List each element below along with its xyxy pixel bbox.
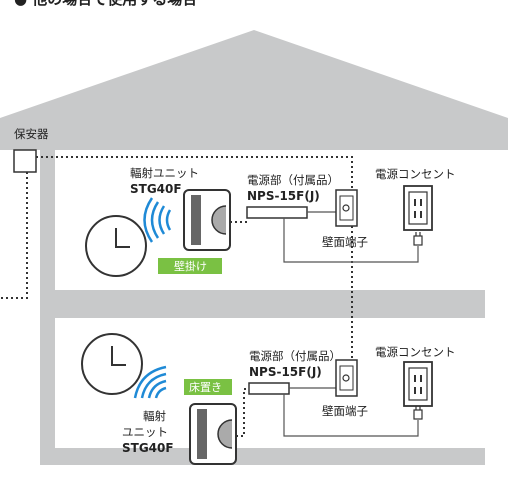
radiator-model: STG40F bbox=[122, 441, 174, 455]
radiator-unit bbox=[183, 189, 231, 251]
wall-terminal bbox=[335, 189, 358, 227]
power-unit-label: 電源部（付属品） bbox=[247, 173, 339, 187]
page-heading: ● 他の場合で使用する場合 bbox=[14, 0, 198, 8]
plug-icon bbox=[413, 232, 423, 246]
radiator-unit bbox=[189, 403, 237, 465]
radiator-label: 輻射 bbox=[143, 409, 166, 423]
protector-box bbox=[13, 149, 37, 173]
power-wire bbox=[283, 394, 419, 437]
signal-line-main bbox=[36, 156, 353, 190]
protector-label: 保安器 bbox=[14, 127, 49, 141]
radiator-model: STG40F bbox=[130, 182, 182, 196]
power-unit bbox=[246, 206, 308, 219]
power-outlet bbox=[403, 185, 433, 231]
power-unit bbox=[248, 382, 290, 395]
clock-icon bbox=[85, 215, 147, 277]
wall-terminal-label: 壁面端子 bbox=[322, 404, 368, 418]
outlet-label: 電源コンセント bbox=[375, 167, 456, 181]
radiation-wave-icon bbox=[143, 197, 172, 243]
signal-line-down bbox=[0, 172, 28, 299]
radiator-label-2: ユニット bbox=[122, 425, 168, 439]
mount-tag-floor bbox=[184, 379, 232, 395]
power-dotted-link bbox=[236, 388, 249, 437]
mount-tag-floor-text: 床置き bbox=[189, 380, 222, 394]
wall-terminal bbox=[335, 359, 358, 397]
power-wire bbox=[283, 218, 419, 263]
clock-icon bbox=[81, 333, 143, 395]
outlet-label: 電源コンセント bbox=[375, 345, 456, 359]
power-unit-label: 電源部（付属品） bbox=[249, 349, 341, 363]
mount-tag-wall bbox=[158, 258, 222, 274]
power-unit-model: NPS-15F(J) bbox=[249, 365, 322, 379]
mount-tag-wall-text: 壁掛け bbox=[174, 259, 207, 273]
radiator-label: 輻射ユニット bbox=[130, 166, 199, 180]
plug-icon bbox=[413, 406, 423, 420]
radiation-wave-icon bbox=[133, 365, 167, 399]
power-outlet bbox=[403, 361, 433, 407]
power-unit-model: NPS-15F(J) bbox=[247, 189, 320, 203]
wall-terminal-label: 壁面端子 bbox=[322, 235, 368, 249]
